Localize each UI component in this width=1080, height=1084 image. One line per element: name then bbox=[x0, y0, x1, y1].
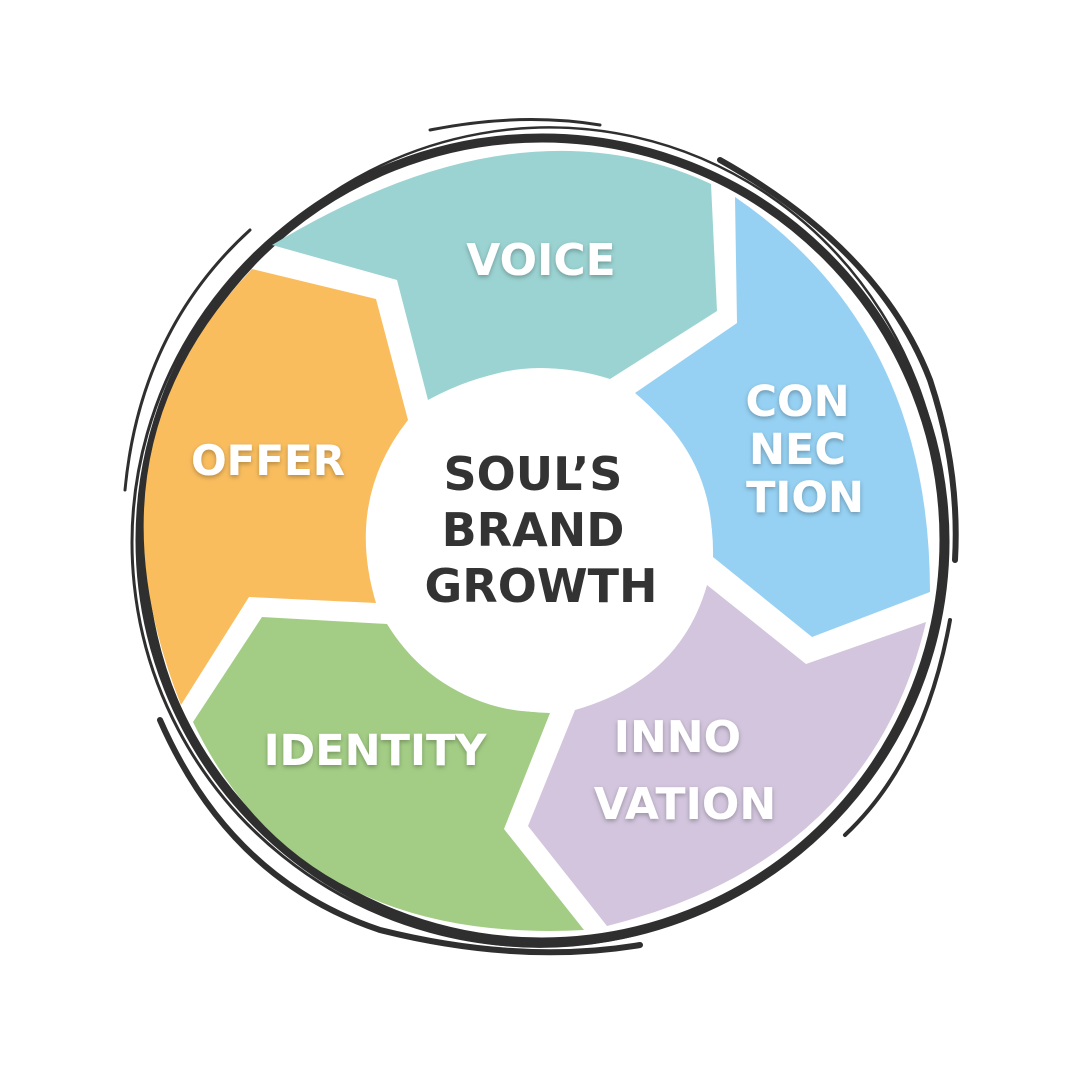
label-voice: VOICE bbox=[466, 235, 615, 286]
segment-innovation bbox=[528, 585, 926, 926]
sketch-ring bbox=[123, 118, 959, 956]
label-connection: CON NEC TION bbox=[745, 377, 864, 523]
segment-identity-shape bbox=[193, 617, 584, 931]
segment-connection-shape bbox=[635, 197, 930, 637]
label-offer: OFFER bbox=[191, 436, 345, 485]
segment-innovation-shape bbox=[528, 585, 926, 926]
center-hub-circle bbox=[368, 368, 712, 712]
center-hub: SOUL’S BRAND GROWTH bbox=[368, 368, 712, 712]
segment-voice-shape bbox=[272, 150, 717, 400]
label-identity: IDENTITY bbox=[264, 726, 488, 776]
segment-offer-shape bbox=[143, 269, 408, 705]
segment-offer bbox=[143, 269, 408, 705]
segment-identity bbox=[193, 617, 584, 931]
label-innovation: INNO VATION bbox=[594, 712, 776, 830]
segment-connection bbox=[635, 197, 930, 637]
center-title: SOUL’S BRAND GROWTH bbox=[425, 447, 658, 613]
segment-voice bbox=[272, 150, 717, 400]
